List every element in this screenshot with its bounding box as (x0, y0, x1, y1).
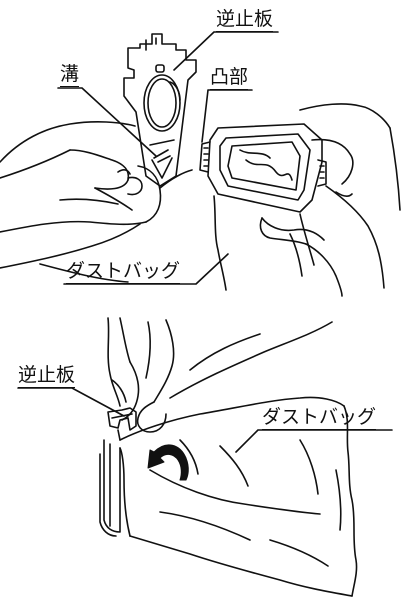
bottom-dust-bag (99, 396, 358, 597)
dust-bag-frame (199, 123, 327, 291)
leader-bottom-dust-bag (235, 429, 393, 453)
label-groove: 溝 (60, 63, 80, 87)
label-top-dust-bag: ダストバッグ (66, 260, 181, 284)
label-top-check-valve: 逆止板 (216, 8, 274, 32)
left-hand (0, 121, 193, 283)
bottom-panel (17, 317, 393, 597)
leader-groove (57, 87, 157, 157)
label-bottom-check-valve: 逆止板 (18, 364, 76, 388)
right-hand (259, 103, 401, 297)
label-protrusion: 凸部 (210, 66, 249, 90)
leader-protrusion (201, 89, 253, 143)
leader-bottom-check-valve (17, 387, 125, 417)
bottom-hand (107, 317, 333, 433)
rotation-arrow-icon (147, 444, 189, 481)
top-panel (0, 31, 401, 297)
leader-top-dust-bag (63, 253, 229, 285)
label-bottom-dust-bag: ダストバッグ (262, 406, 377, 430)
leader-top-check-valve (173, 31, 279, 71)
check-valve-plate (123, 33, 197, 187)
bottom-check-valve (107, 407, 137, 441)
